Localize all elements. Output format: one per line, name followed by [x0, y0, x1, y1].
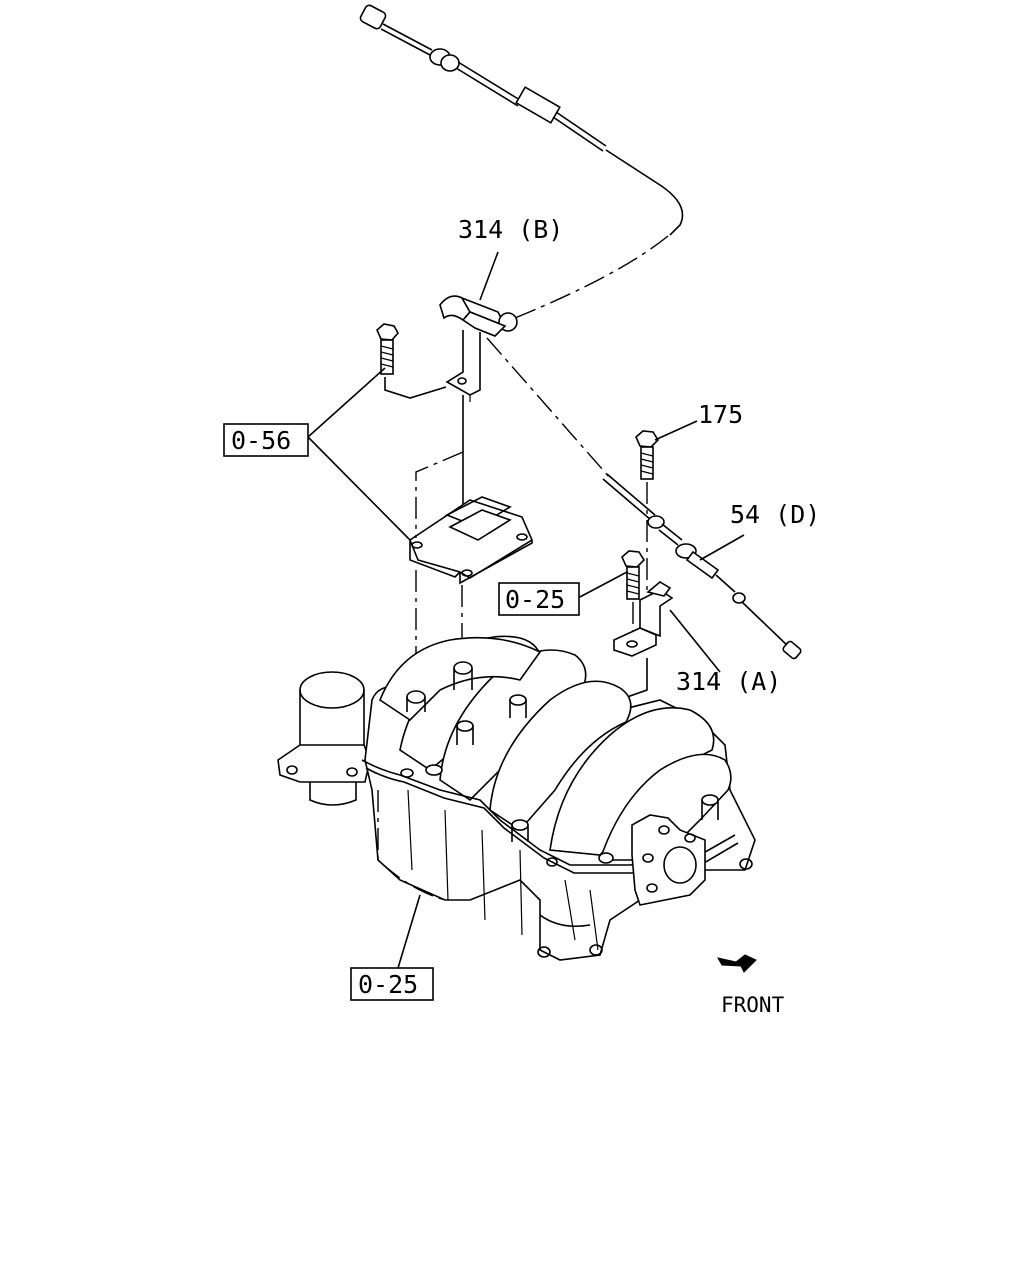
label-54d: 54 (D) — [730, 500, 820, 529]
ref-box-0-25-mid[interactable]: 0-25 — [498, 582, 580, 616]
front-indicator: FRONT — [717, 954, 785, 1017]
callout-175: 175 — [698, 400, 743, 429]
ref-label-0-25-bottom: 0-25 — [358, 970, 418, 999]
label-314a: 314 (A) — [676, 667, 781, 696]
ref-box-0-56[interactable]: 0-56 — [223, 423, 309, 457]
front-direction-arrow-icon — [717, 954, 757, 973]
ref-label-0-56: 0-56 — [231, 426, 291, 455]
intake-manifold — [277, 635, 756, 961]
callout-54d: 54 (D) — [730, 500, 820, 529]
bolt-175 — [635, 430, 660, 590]
label-175: 175 — [698, 400, 743, 429]
cable-54d — [602, 473, 802, 660]
bolt-mid — [621, 550, 646, 636]
label-314b: 314 (B) — [458, 215, 563, 244]
callout-314a: 314 (A) — [676, 667, 781, 696]
ref-label-0-25-mid: 0-25 — [505, 585, 565, 614]
clip-314b — [439, 295, 518, 402]
bolt-upper-left — [376, 323, 399, 375]
upper-cable — [359, 4, 684, 319]
front-label: FRONT — [721, 993, 785, 1017]
ref-box-0-25-bottom[interactable]: 0-25 — [350, 967, 434, 1001]
leader-lines — [397, 251, 745, 969]
callout-314b: 314 (B) — [458, 215, 563, 244]
module-bracket — [409, 496, 534, 585]
